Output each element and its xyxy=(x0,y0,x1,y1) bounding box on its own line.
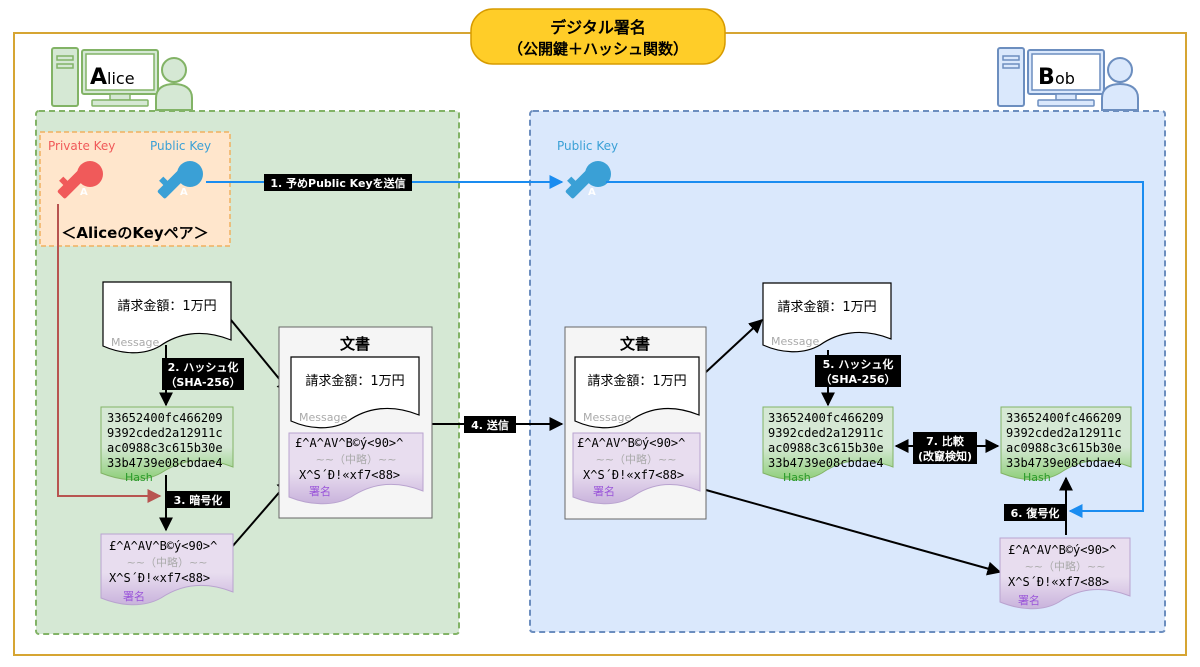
alice-message-doc: 請求金額：1万円 Message xyxy=(102,281,232,354)
bob-document-message-caption: Message xyxy=(583,411,631,424)
bob-hash-line-3: ac0988c3c615b30e xyxy=(768,441,884,455)
bob-dec-hash-line-4: 33b4739e08cbdae4 xyxy=(1006,456,1122,470)
bob-hash-caption: Hash xyxy=(783,471,811,484)
bob-document-signature-line-1: £^A^AV^B©ý<90>^ xyxy=(577,436,685,450)
svg-text:A: A xyxy=(180,187,188,198)
bob-public-key-icon: A xyxy=(564,161,611,200)
arrow-document-to-message xyxy=(705,319,764,373)
svg-text:2. ハッシュ化: 2. ハッシュ化 xyxy=(168,360,239,374)
document-signature-line-2: ~~（中略）~~ xyxy=(316,452,397,466)
step-1-label: 1. 予めPublic Keyを送信 xyxy=(264,174,412,191)
title-line1: デジタル署名 xyxy=(550,18,646,37)
document-signature-line-1: £^A^AV^B©ý<90>^ xyxy=(295,436,403,450)
signature-line-2: ~~（中略）~~ xyxy=(127,555,208,569)
svg-text:（SHA-256）: （SHA-256） xyxy=(165,376,240,389)
bob-hash-line-4: 33b4739e08cbdae4 xyxy=(768,456,884,470)
document-signature-caption: 署名 xyxy=(309,484,331,498)
bob-signature-caption: 署名 xyxy=(1018,593,1040,607)
svg-text:A: A xyxy=(80,187,88,198)
svg-text:6. 復号化: 6. 復号化 xyxy=(1011,506,1060,520)
message-caption: Message xyxy=(111,336,159,349)
bob-message-caption: Message xyxy=(771,335,819,348)
alice-computer-user-icon: A lice xyxy=(51,47,193,111)
alice-document: 文書 請求金額：1万円 Message £^A^AV^B©ý<90>^ ~~（中… xyxy=(278,326,433,519)
alice-name-rest: lice xyxy=(107,69,135,88)
svg-text:A: A xyxy=(588,187,596,198)
step-3-label: 3. 暗号化 xyxy=(166,491,230,508)
bob-dec-hash-line-3: ac0988c3c615b30e xyxy=(1006,441,1122,455)
bob-signature-line-1: £^A^AV^B©ý<90>^ xyxy=(1008,543,1116,557)
title-box: デジタル署名 （公開鍵＋ハッシュ関数） xyxy=(470,8,726,65)
bob-name-rest: ob xyxy=(1055,69,1075,88)
bob-signature-doc: £^A^AV^B©ý<90>^ ~~（中略）~~ X^S´Ð!«xf7<88> … xyxy=(999,537,1131,610)
bob-document-signature-caption: 署名 xyxy=(593,484,615,498)
bob-computed-hash-doc: 33652400fc466209 9392cded2a12911c ac0988… xyxy=(762,406,894,484)
bob-message-text: 請求金額：1万円 xyxy=(777,299,876,315)
private-key-label: Private Key xyxy=(48,139,115,153)
bob-dec-hash-line-1: 33652400fc466209 xyxy=(1006,411,1122,425)
title-line2: （公開鍵＋ハッシュ関数） xyxy=(508,40,688,58)
bob-hash-line-1: 33652400fc466209 xyxy=(768,411,884,425)
svg-text:7. 比較: 7. 比較 xyxy=(926,434,965,448)
arrow-document-to-signature xyxy=(705,489,1002,576)
bob-message-doc: 請求金額：1万円 Message xyxy=(762,282,892,353)
svg-text:（SHA-256）: （SHA-256） xyxy=(820,373,895,386)
bob-document-title: 文書 xyxy=(620,335,650,353)
svg-text:1. 予めPublic Keyを送信: 1. 予めPublic Keyを送信 xyxy=(270,176,405,190)
svg-text:3. 暗号化: 3. 暗号化 xyxy=(174,493,223,507)
arrow-public-key-to-decrypt xyxy=(606,181,1144,518)
alice-signature-doc: £^A^AV^B©ý<90>^ ~~（中略）~~ X^S´Ð!«xf7<88> … xyxy=(100,533,234,606)
step-5-label: 5. ハッシュ化 （SHA-256） xyxy=(815,355,901,387)
keypair-label: ＜AliceのKeyペア＞ xyxy=(61,224,208,242)
hash-line-1: 33652400fc466209 xyxy=(107,411,223,425)
alice-public-key-icon: A xyxy=(156,161,203,200)
signature-caption: 署名 xyxy=(123,589,145,603)
bob-dec-hash-line-2: 9392cded2a12911c xyxy=(1006,426,1122,440)
bob-document-message-text: 請求金額：1万円 xyxy=(587,373,686,389)
private-key-icon: A xyxy=(56,161,103,200)
bob-decrypted-hash-doc: 33652400fc466209 9392cded2a12911c ac0988… xyxy=(1000,406,1132,484)
bob-computer-user-icon: B ob xyxy=(997,47,1139,111)
step-4-label: 4. 送信 xyxy=(464,416,516,433)
document-message-caption: Message xyxy=(299,411,347,424)
step-2-label: 2. ハッシュ化 （SHA-256） xyxy=(162,358,244,390)
signature-line-1: £^A^AV^B©ý<90>^ xyxy=(109,539,217,553)
bob-name-initial: B xyxy=(1038,65,1055,90)
bob-document: 文書 請求金額：1万円 Message £^A^AV^B©ý<90>^ ~~（中… xyxy=(564,326,707,520)
hash-line-4: 33b4739e08cbdae4 xyxy=(107,456,223,470)
svg-text:(改竄検知): (改竄検知) xyxy=(918,449,972,463)
bob-signature-line-2: ~~（中略）~~ xyxy=(1025,559,1106,573)
step-6-label: 6. 復号化 xyxy=(1004,504,1066,521)
svg-text:5. ハッシュ化: 5. ハッシュ化 xyxy=(823,357,894,371)
alice-keypair-box: Private Key Public Key A A ＜AliceのKeyペア＞ xyxy=(39,131,231,247)
bob-dec-hash-caption: Hash xyxy=(1023,471,1051,484)
hash-line-3: ac0988c3c615b30e xyxy=(107,441,223,455)
step-7-label: 7. 比較 (改竄検知) xyxy=(913,432,977,464)
svg-text:4. 送信: 4. 送信 xyxy=(471,418,509,432)
hash-caption: Hash xyxy=(125,471,153,484)
alice-hash-doc: 33652400fc466209 9392cded2a12911c ac0988… xyxy=(100,406,234,484)
document-message-text: 請求金額：1万円 xyxy=(305,373,404,389)
hash-line-2: 9392cded2a12911c xyxy=(107,426,223,440)
arrow-private-key-to-encrypt xyxy=(57,204,162,503)
document-title: 文書 xyxy=(340,335,370,353)
document-signature-line-3: X^S´Ð!«xf7<88> xyxy=(299,468,400,482)
alice-name-initial: A xyxy=(90,65,107,90)
bob-document-signature-line-2: ~~（中略）~~ xyxy=(596,452,677,466)
bob-public-key-label: Public Key xyxy=(557,139,618,153)
message-text: 請求金額：1万円 xyxy=(117,298,216,314)
bob-document-signature-line-3: X^S´Ð!«xf7<88> xyxy=(583,468,684,482)
alice-public-key-label: Public Key xyxy=(150,139,211,153)
bob-hash-line-2: 9392cded2a12911c xyxy=(768,426,884,440)
signature-line-3: X^S´Ð!«xf7<88> xyxy=(109,571,210,585)
bob-signature-line-3: X^S´Ð!«xf7<88> xyxy=(1008,575,1109,589)
